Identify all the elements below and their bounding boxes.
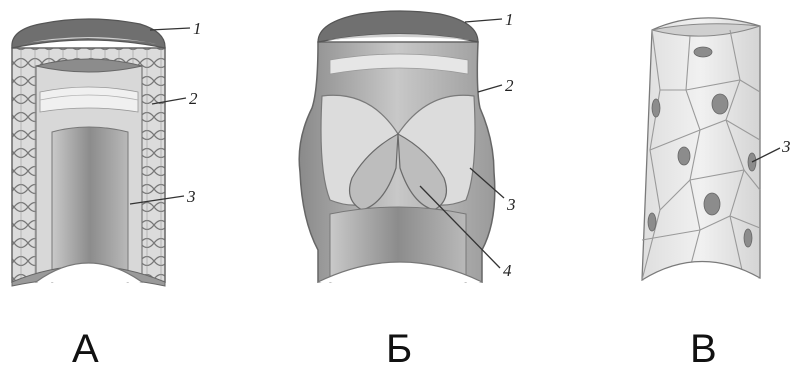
caption-B: Б <box>386 327 412 367</box>
callout-B-2: 2 <box>505 76 514 95</box>
leader-B-1 <box>465 19 502 22</box>
nucleus <box>648 213 656 231</box>
nucleus <box>744 229 752 247</box>
panel-vein <box>299 11 495 282</box>
panel-artery <box>12 19 165 286</box>
nucleus <box>712 94 728 114</box>
callout-B-4: 4 <box>503 261 512 280</box>
panel-capillary <box>642 18 760 280</box>
caption-A: А <box>72 327 99 367</box>
caption-C: В <box>690 327 717 367</box>
leader-A-1 <box>150 28 190 30</box>
nucleus <box>678 147 690 165</box>
callout-A-2: 2 <box>189 89 198 108</box>
leader-B-2 <box>478 85 502 92</box>
vein-rim <box>318 11 478 42</box>
callout-A-1: 1 <box>193 19 202 38</box>
nucleus <box>704 193 720 215</box>
nucleus <box>652 99 660 117</box>
callout-A-3: 3 <box>186 187 196 206</box>
artery-lumen <box>52 127 128 282</box>
nucleus <box>694 47 712 57</box>
callout-B-3: 3 <box>506 195 516 214</box>
callout-C-3: 3 <box>781 137 791 156</box>
artery-rim <box>12 19 165 48</box>
callout-B-1: 1 <box>505 10 514 29</box>
